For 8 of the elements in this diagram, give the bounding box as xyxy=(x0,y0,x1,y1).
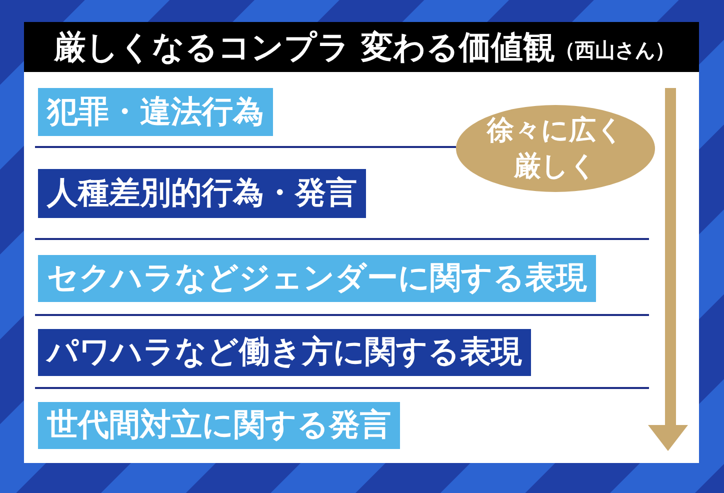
oval-label: 徐々に広く厳しく xyxy=(456,105,655,192)
category-box: セクハラなどジェンダーに関する表現 xyxy=(38,255,596,302)
note-text: （西山さん） xyxy=(555,37,676,64)
category-box: パワハラなど働き方に関する表現 xyxy=(38,329,531,376)
category-box: 人種差別的行為・発言 xyxy=(38,169,366,218)
category-box: 犯罪・違法行為 xyxy=(38,88,273,136)
title-text: 厳しくなるコンプラ 変わる価値観 xyxy=(54,27,556,68)
category-box: 世代間対立に関する発言 xyxy=(38,402,400,449)
